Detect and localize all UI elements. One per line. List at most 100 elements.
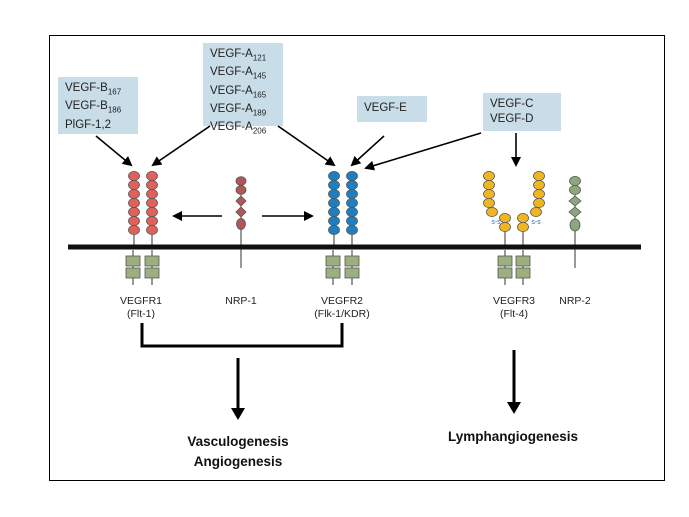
outcome-vasculogenesis: Vasculogenesis <box>187 434 289 449</box>
ligand-box-vegf-e: VEGF-E <box>357 96 427 122</box>
nrp2-a-domain <box>569 184 581 195</box>
vegfr1-receptor <box>128 170 158 247</box>
nrp2-b-domain <box>568 195 582 207</box>
vegfr1-label: VEGFR1 (Flt-1) <box>120 295 162 321</box>
vegfr3-ig-domain <box>533 170 545 181</box>
nrp1-a-domain <box>235 176 247 186</box>
vegfr3-ig-domain <box>533 197 545 208</box>
ligand-vegf-a-0: VEGF-A121 <box>210 48 267 63</box>
vegfr3-ig-domain <box>486 206 498 217</box>
vegfr3-ig-domain <box>533 179 545 190</box>
nrp1-b-domain <box>235 206 247 218</box>
outcome-angiogenesis: Angiogenesis <box>193 454 283 469</box>
ligand-vegf-a-1: VEGF-A145 <box>210 66 267 81</box>
vegfr3-ig-domain <box>517 221 529 232</box>
ligand-vegf-c-d-1: VEGF-D <box>490 113 534 125</box>
arrow-vegfe-to-vegfr2 <box>350 135 385 167</box>
bracket-vegfr1-vegfr2 <box>140 323 344 348</box>
ligand-vegf-a-4: VEGF-A206 <box>210 121 267 136</box>
vegfr2-left-kinase-2 <box>325 267 341 279</box>
vegfr1-left-kinase-2 <box>125 267 141 279</box>
vegfr2-left-ig-domain <box>328 224 340 235</box>
vegfr2-left-ig-domain <box>328 188 340 199</box>
vegfr2-right-kinase-2 <box>344 267 360 279</box>
vegfr2-label: VEGFR2 (Flk-1/KDR) <box>314 295 369 321</box>
nrp1-name: NRP-1 <box>225 295 257 307</box>
vegfr1-left-ig-domain <box>128 224 140 235</box>
vegfr1-left-kinase-1 <box>125 255 141 267</box>
vegfr1-left-ig-domain <box>128 215 140 226</box>
vegfr2-left-ig-domain <box>328 179 340 190</box>
vegfr1-right-ig-domain <box>146 197 158 208</box>
arrowhead-lymphangiogenesis <box>507 402 521 414</box>
outcome-lymphangiogenesis: Lymphangiogenesis <box>447 429 579 444</box>
arrow-vegfb-to-vegfr1 <box>95 135 133 167</box>
vegfr3-ig-domain <box>483 179 495 190</box>
vegfr1-left-ig-domain <box>128 188 140 199</box>
arrow-vegfa-to-vegfr2 <box>277 125 336 167</box>
ligand-vegf-c-d-0: VEGF-C <box>490 98 534 110</box>
nrp1-a-domain <box>235 185 247 195</box>
vegfr2-left-ig-domain <box>328 170 340 181</box>
ligand-vegf-b-plgf-2: PlGF-1,2 <box>65 118 112 131</box>
vegfr1-right-ig-domain <box>146 224 158 235</box>
vegfr1-alias: (Flt-1) <box>126 308 155 320</box>
vegfr2-left-ig-domain <box>328 206 340 217</box>
vegfr3-ig-domain <box>517 212 529 223</box>
vegfr1-left-ig-domain <box>128 206 140 217</box>
vegfr2-name: VEGFR2 <box>320 295 364 307</box>
nrp2-name: NRP-2 <box>559 295 591 307</box>
nrp1-b-domain <box>235 195 247 207</box>
vegfr3-ig-domain <box>483 197 495 208</box>
ligand-vegf-e-0: VEGF-E <box>364 102 407 114</box>
vegfr2-left-ig-domain <box>328 215 340 226</box>
nrp2-label: NRP-2 <box>559 295 591 308</box>
arrowhead-vasculogenesis <box>231 408 245 420</box>
vegfr2-right-ig-domain <box>346 188 358 199</box>
vegfr3-ig-domain <box>499 221 511 232</box>
vegfr1-right-ig-domain <box>146 179 158 190</box>
vegfr2-left-ig-domain <box>328 197 340 208</box>
vegfr2-left-kinase-1 <box>325 255 341 267</box>
vegfr3-left-kinase-1 <box>497 255 513 267</box>
vegfr3-ig-domain <box>530 206 542 217</box>
vegfr1-right-ig-domain <box>146 170 158 181</box>
vegfr1-left-ig-domain <box>128 170 140 181</box>
nrp1-coreceptor <box>235 176 247 268</box>
vegfr1-right-ig-domain <box>146 215 158 226</box>
nrp2-a-domain <box>569 175 581 186</box>
outcome-left: Vasculogenesis Angiogenesis <box>187 432 288 472</box>
arrow-vegfa-to-vegfr1 <box>151 125 211 167</box>
vegfr3-ig-domain <box>483 170 495 181</box>
vegfr2-right-ig-domain <box>346 179 358 190</box>
vegfr3-ig-domain <box>499 212 511 223</box>
vegfr2-right-ig-domain <box>346 197 358 208</box>
vegfr3-ig-domain <box>533 188 545 199</box>
nrp2-b-domain <box>568 206 582 218</box>
disulfide-label-right: s-s <box>531 219 541 226</box>
vegfr1-name: VEGFR1 <box>119 295 163 307</box>
vegfr2-right-ig-domain <box>346 215 358 226</box>
vegfr3-right-kinase-1 <box>515 255 531 267</box>
outcome-right: Lymphangiogenesis <box>448 427 578 447</box>
vegfr1-left-ig-domain <box>128 197 140 208</box>
nrp1-mam-domain <box>236 218 246 230</box>
vegfr1-right-kinase-2 <box>144 267 160 279</box>
vegfr1-right-ig-domain <box>146 188 158 199</box>
vegfr3-label: VEGFR3 (Flt-4) <box>493 295 535 321</box>
arrow-vegfcd-to-vegfr2 <box>364 132 482 171</box>
vegfr1-right-ig-domain <box>146 206 158 217</box>
kinase-domains <box>125 250 531 285</box>
vegfr3-ig-domain <box>483 188 495 199</box>
vegfr2-right-ig-domain <box>346 170 358 181</box>
nrp1-label: NRP-1 <box>225 295 257 308</box>
nrp2-mam-domain <box>569 218 581 232</box>
vegfr2-right-kinase-1 <box>344 255 360 267</box>
vegfr2-right-ig-domain <box>346 224 358 235</box>
vegfr3-right-kinase-2 <box>515 267 531 279</box>
vegfr1-left-ig-domain <box>128 179 140 190</box>
ligand-vegf-b-plgf-0: VEGF-B167 <box>65 82 122 97</box>
nrp2-coreceptor <box>568 175 582 268</box>
